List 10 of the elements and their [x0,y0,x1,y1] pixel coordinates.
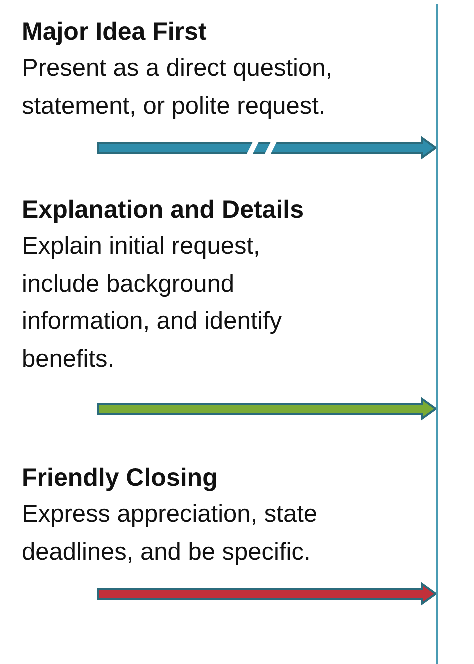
section-heading: Friendly Closing [22,463,219,494]
arrow [97,136,438,160]
section-text: Explain initial request, include background information, and identify benefits. [22,232,284,374]
section-heading: Major Idea First [22,17,208,48]
section-text: Express appreciation, state deadlines, and be specific. [22,500,319,568]
arrow [97,397,438,421]
vertical-line [436,4,438,664]
section-heading: Explanation and Details [22,195,306,226]
arrow [97,582,438,606]
section-text: Present as a direct question, statement, or polite request. [22,54,334,122]
